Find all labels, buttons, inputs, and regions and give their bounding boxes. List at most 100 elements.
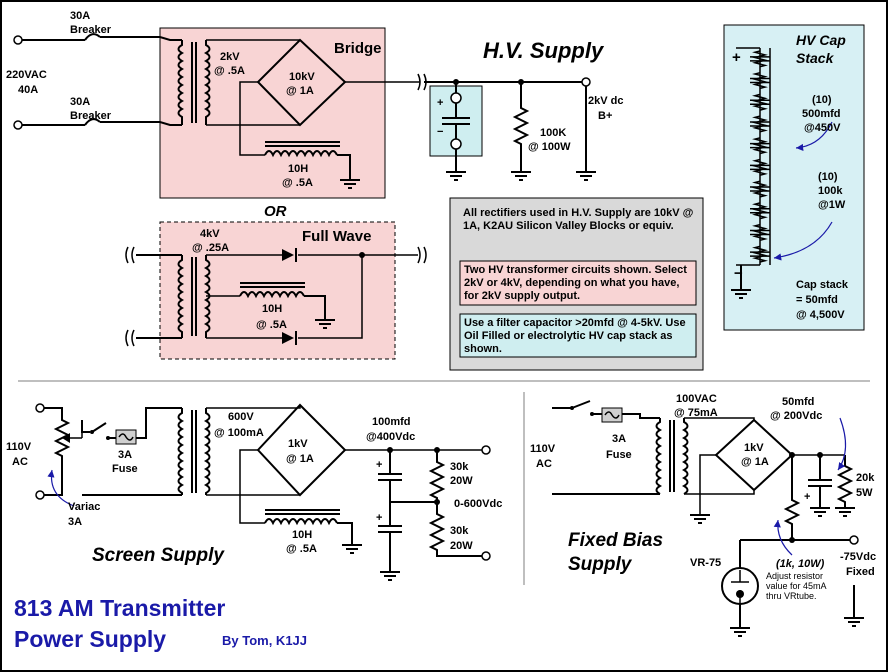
svg-text:thru VRtube.: thru VRtube. [766,591,817,601]
hv-choke-2 [206,282,335,329]
caps-arrow [795,121,833,151]
screen-caps-label: 100mfd [372,416,411,428]
cap-stack-title: HV Cap [796,32,846,48]
svg-text:@450V: @450V [804,122,841,134]
or-label: OR [264,203,287,220]
cap-stack-plus: + [732,49,741,66]
fullwave-circuit-box [159,221,396,360]
screen-transformer [177,408,211,495]
svg-text:500mfd: 500mfd [802,108,841,120]
cap-stack-circuit [731,47,771,299]
hv-bridge-rectifier [206,38,420,156]
stack-resistor [752,50,768,68]
svg-text:3A: 3A [68,516,82,528]
svg-text:−: − [437,126,443,138]
svg-text:@ .25A: @ .25A [192,242,229,254]
bias-bleeder-label: 20k [856,472,875,484]
svg-text:Fuse: Fuse [606,449,632,461]
bridge-rating: 10kV [289,71,315,83]
hv-transformer-1 [177,40,211,125]
svg-text:@ 1A: @ 1A [286,85,314,97]
bias-filter-capacitor: + [804,452,832,517]
svg-text:@ 100mA: @ 100mA [214,427,264,439]
stack-resistor [752,180,768,198]
bias-input-label: 110V [530,443,556,455]
footer-title-line-1: 813 AM Transmitter [14,595,225,621]
bias-cap-label: 50mfd [782,396,814,408]
bias-output-label: -75Vdc [840,551,876,563]
variac-label: Variac [68,501,100,513]
b-plus-ground [576,86,596,181]
screen-labels: 110V AC 3A Fuse Variac 3A 600V @ 100mA 1… [6,411,502,566]
screen-bridge-label: 1kV [288,438,308,450]
svg-text:Fuse: Fuse [112,463,138,475]
svg-text:20W: 20W [450,475,473,487]
bias-fuse-label: 3A [612,433,626,445]
svg-text:100k: 100k [818,185,843,197]
hv-title: H.V. Supply [483,38,605,63]
screen-output-label: 0-600Vdc [454,498,502,510]
fullwave-title: Full Wave [302,228,371,245]
cap-stack-total: Cap stack [796,279,849,291]
svg-text:@ 75mA: @ 75mA [674,407,718,419]
bias-xfmr-label: 100VAC [676,393,717,405]
variac [44,407,83,496]
svg-text:40A: 40A [18,84,38,96]
xfmr-2-label: 4kV [200,228,220,240]
bias-bridge-label: 1kV [744,442,764,454]
hv-bleeder-resistor [511,82,531,181]
bias-switch [552,400,594,416]
cap-stack-caps-label: (10) [812,94,832,106]
svg-text:+: + [376,512,382,524]
svg-text:20W: 20W [450,540,473,552]
stack-resistor [752,223,768,242]
stack-resistor [752,137,768,155]
adjust-arrow [773,519,793,556]
svg-text:Supply: Supply [568,554,633,575]
svg-text:Breaker: Breaker [70,110,112,122]
screen-xfmr-label: 600V [228,411,254,423]
bias-bridge-rectifier [684,417,845,524]
hv-output-label: 2kV dc [588,95,623,107]
cap-stack-res-label: (10) [818,171,838,183]
stack-resistor [752,202,768,220]
choke-2-label: 10H [262,303,282,315]
vr75-tube [721,540,759,637]
svg-text:@1W: @1W [818,199,846,211]
svg-text:Fixed: Fixed [846,566,875,578]
bias-bleeder-resistor [835,455,855,517]
bias-adjust-label: (1k, 10W) [776,558,825,570]
screen-r2-label: 30k [450,525,469,537]
mains-terminal-1 [13,35,23,45]
break-mark-3 [125,329,135,347]
svg-text:AC: AC [12,456,28,468]
bias-adjust-resistor [740,452,850,543]
note-rectifiers: All rectifiers used in H.V. Supply are 1… [463,207,694,232]
svg-text:+: + [804,491,810,503]
stack-resistor [752,245,768,263]
hv-transformer-2 [177,255,211,338]
svg-text:@ 100W: @ 100W [528,141,571,153]
breaker-2-label: 30A [70,96,90,108]
breaker-1-symbol [84,33,101,41]
bias-adjust-note: Adjust resistor [766,571,823,581]
screen-fuse-element [118,433,134,441]
fullwave-primary-wires [136,254,182,339]
cap-label-arrow [837,417,847,471]
bias-primary-wires [552,413,660,495]
screen-primary-wires [82,407,182,496]
xfmr-1-label: 2kV [220,51,240,63]
note-filter: Use a filter capacitor >20mfd @ 4-5kV. U… [464,317,686,355]
stack-resistor [752,71,768,90]
screen-input-terminal-2 [35,490,45,500]
svg-text:= 50mfd: = 50mfd [796,294,838,306]
hv-choke-1 [264,141,360,189]
svg-text:5W: 5W [856,487,873,499]
svg-text:@400Vdc: @400Vdc [366,431,415,443]
bridge-title: Bridge [334,40,382,57]
screen-fuse-label: 3A [118,449,132,461]
screen-filter-capacitors: + + [376,447,440,581]
svg-text:+: + [437,97,443,109]
